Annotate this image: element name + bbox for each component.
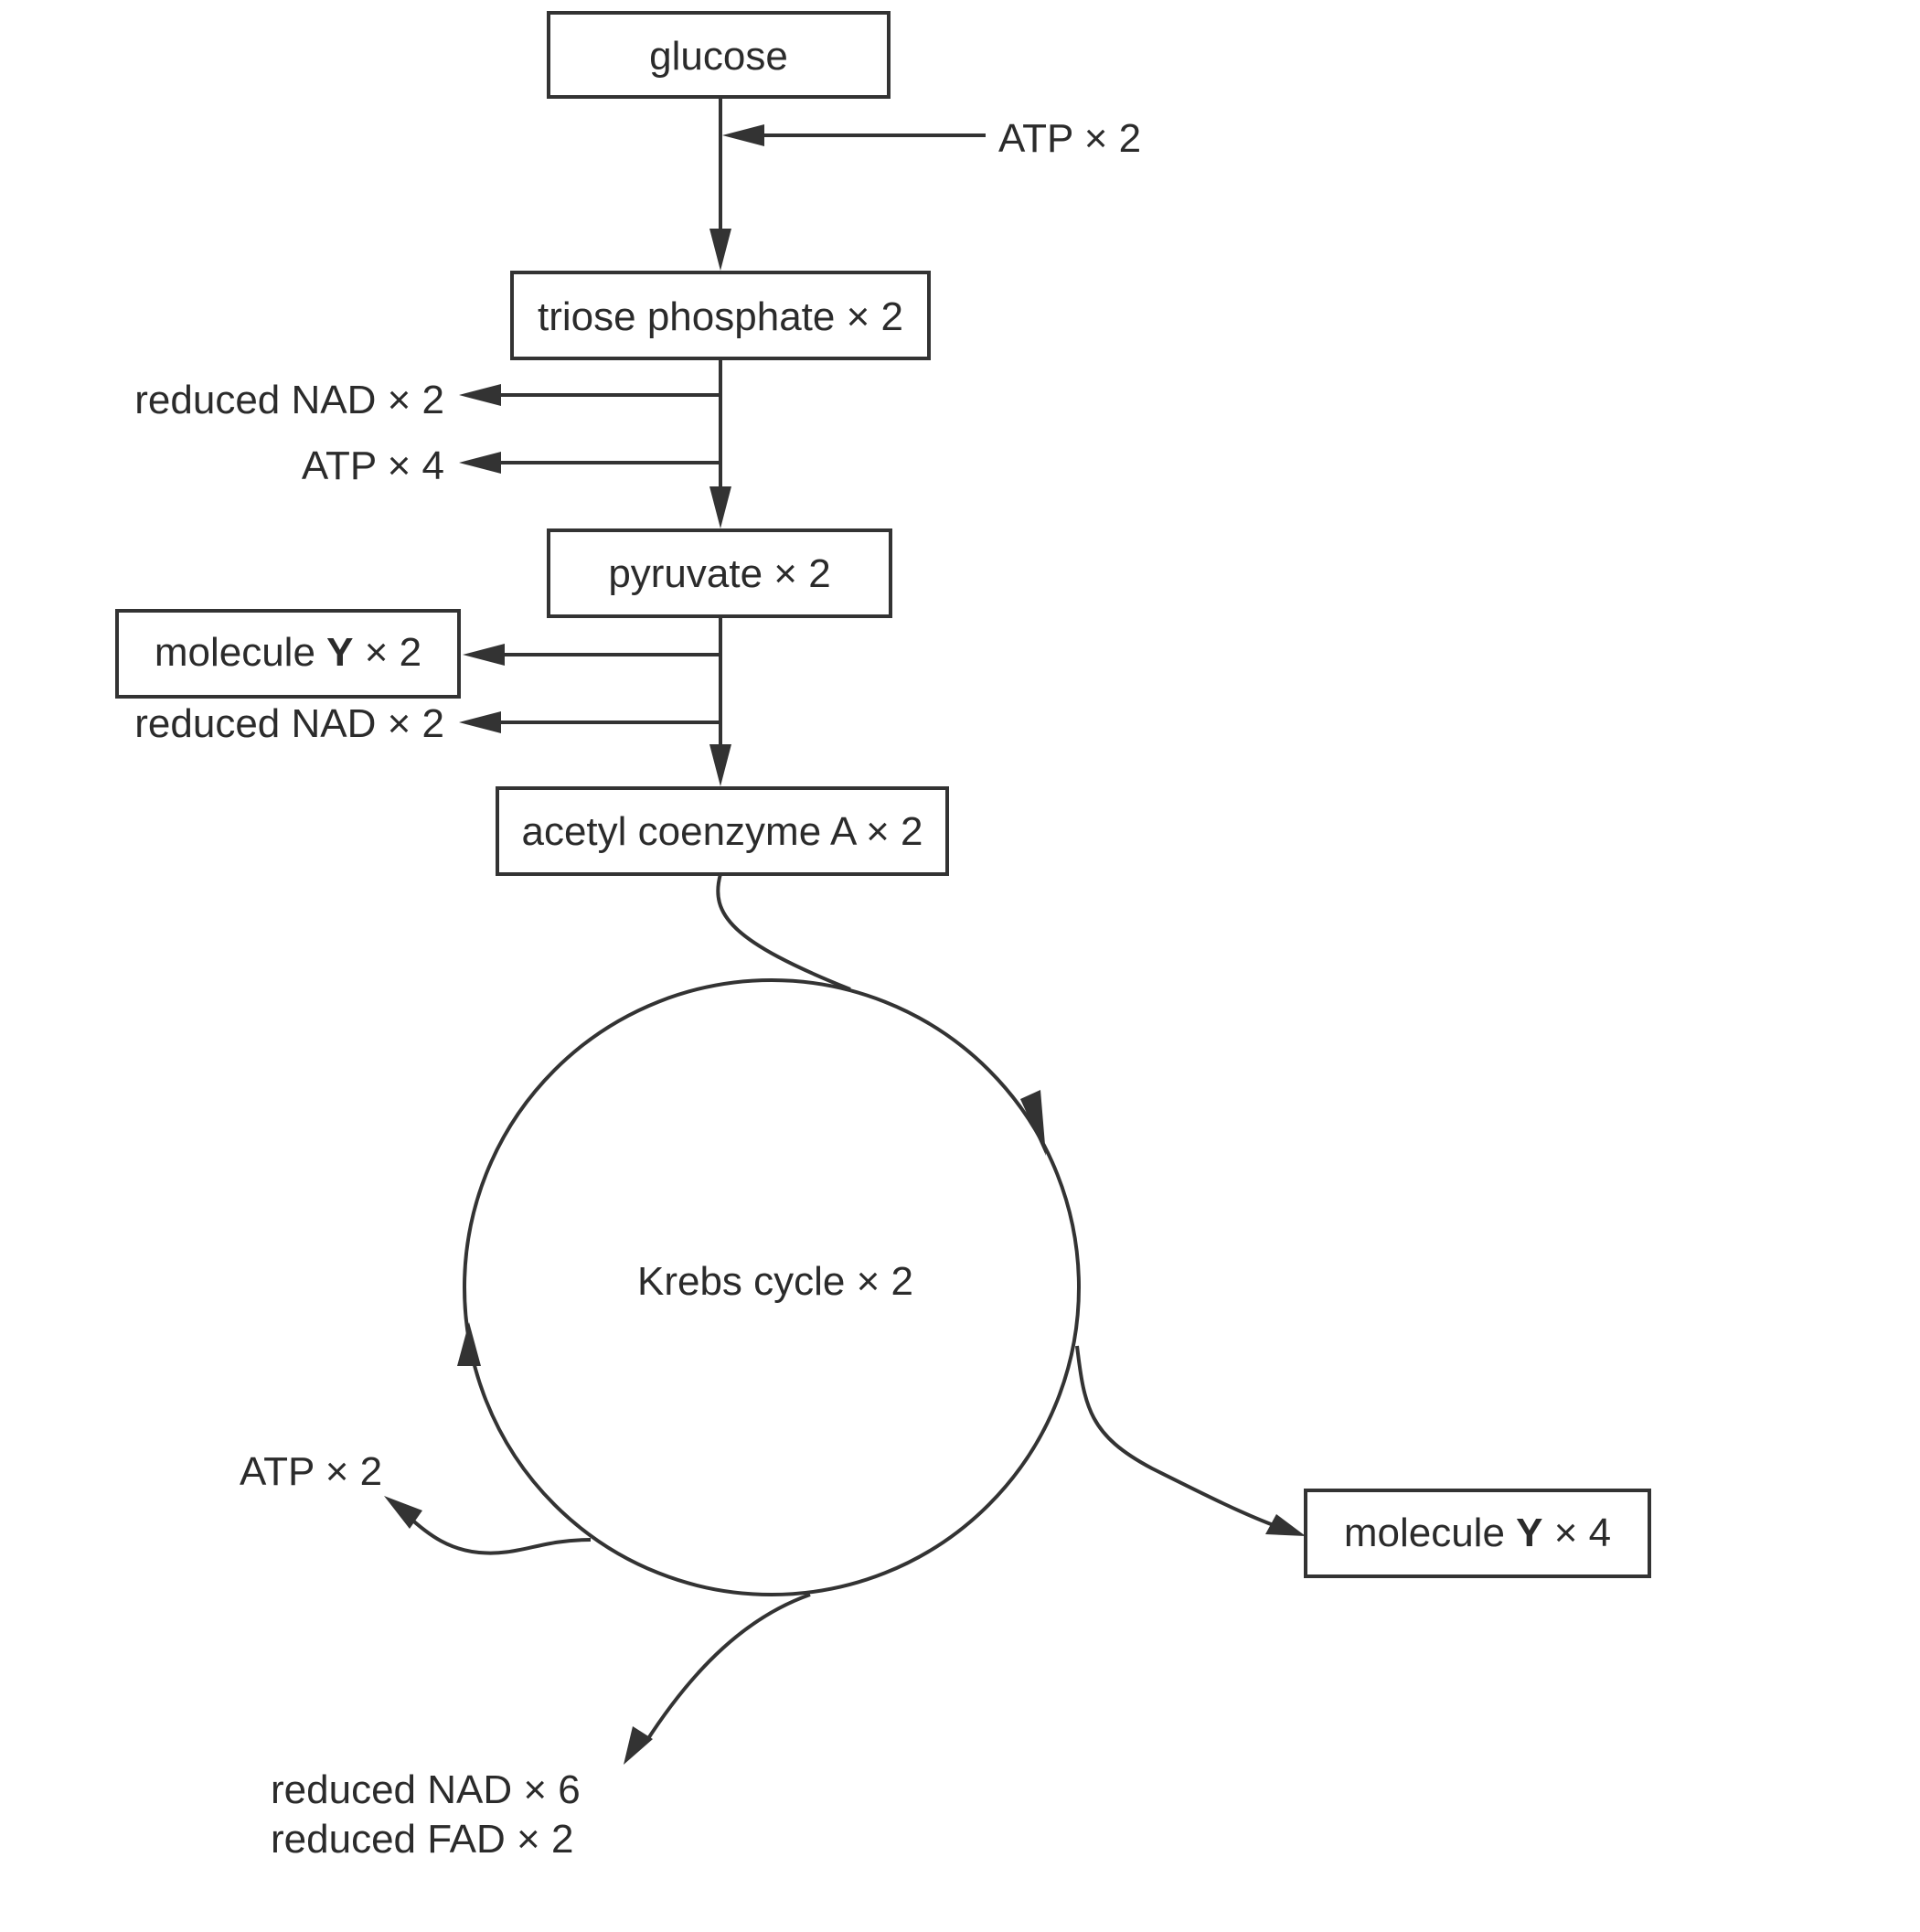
molecule-y-krebs-label: molecule Y × 4	[1344, 1510, 1611, 1555]
krebs-cycle-direction-arrowhead-left	[457, 1322, 481, 1366]
atp-glycolysis-label: ATP × 4	[302, 443, 444, 488]
glucose-label: glucose	[649, 34, 788, 79]
molecule-y-link-prefix: molecule	[155, 630, 326, 675]
krebs-cycle-circle	[463, 978, 1081, 1596]
molecule-y-krebs-arrow-curve	[1075, 1345, 1279, 1529]
reduced-nad-glycolysis-label: reduced NAD × 2	[134, 378, 444, 422]
reduced-fad-krebs-label: reduced FAD × 2	[271, 1817, 573, 1862]
atp-krebs-arrow-curve	[406, 1514, 592, 1555]
molecule-y-link-label: molecule Y × 2	[155, 630, 421, 675]
molecule-y-krebs-letter: Y	[1516, 1510, 1542, 1555]
krebs-cycle-direction-arrowhead-right	[1020, 1090, 1046, 1156]
molecule-y-link-arrowhead	[463, 644, 505, 666]
molecule-y-box-krebs	[1304, 1489, 1651, 1578]
acetyl-coenzyme-a-box	[496, 786, 949, 876]
molecule-y-link-suffix: × 2	[354, 630, 422, 675]
molecule-y-box-link	[115, 609, 461, 699]
molecule-y-link-letter: Y	[326, 630, 353, 675]
molecule-y-krebs-suffix: × 4	[1543, 1510, 1612, 1555]
glucose-to-triose-arrowhead	[709, 229, 731, 271]
reduced-nad-fad-krebs-arrow-curve	[644, 1593, 811, 1745]
pyruvate-label: pyruvate × 2	[608, 551, 830, 596]
pyruvate-to-acetyl-arrowhead	[709, 744, 731, 786]
atp-glycolysis-arrowhead	[459, 452, 501, 474]
reduced-nad-link-label: reduced NAD × 2	[134, 701, 444, 746]
atp-input-arrowhead	[722, 124, 764, 146]
acetyl-coenzyme-a-label: acetyl coenzyme A × 2	[521, 809, 923, 854]
triose-phosphate-label: triose phosphate × 2	[538, 294, 903, 339]
triose-to-pyruvate-arrowhead	[709, 486, 731, 528]
glucose-box	[547, 11, 891, 99]
triose-phosphate-box	[510, 271, 931, 360]
atp-krebs-label: ATP × 2	[240, 1449, 382, 1494]
molecule-y-krebs-prefix: molecule	[1344, 1510, 1516, 1555]
molecule-y-krebs-arrowhead	[1265, 1514, 1306, 1536]
acetyl-to-krebs-entry-curve	[716, 873, 851, 991]
atp-input-label: ATP × 2	[998, 116, 1141, 161]
reduced-nad-glycolysis-arrowhead	[459, 384, 501, 406]
atp-krebs-arrowhead	[384, 1496, 422, 1529]
reduced-nad-link-arrowhead	[459, 711, 501, 733]
reduced-nad-fad-krebs-arrowhead	[624, 1726, 653, 1765]
reduced-nad-krebs-label: reduced NAD × 6	[271, 1767, 581, 1812]
krebs-cycle-label: Krebs cycle × 2	[637, 1259, 913, 1304]
